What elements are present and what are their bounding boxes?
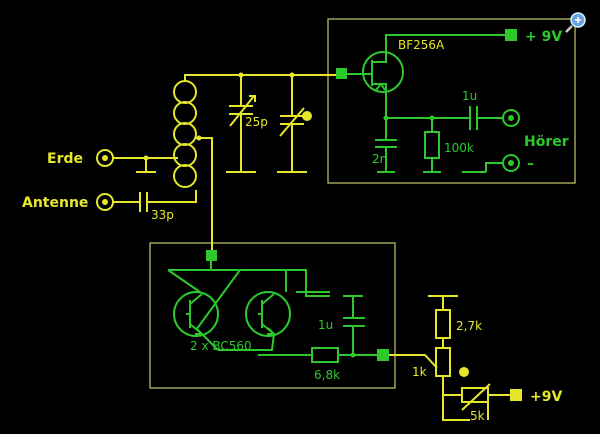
fet-transistor [362, 44, 404, 118]
label-5k: 5k [470, 409, 485, 423]
ground-symbol [136, 158, 156, 173]
hoerer-jack-bottom [502, 154, 520, 172]
transistor-right [245, 291, 291, 337]
label-hoerer: Hörer [524, 134, 569, 150]
capacitor-1u-top [469, 106, 503, 130]
capacitor-33p [113, 190, 197, 212]
label-transistors: 2 x BC560 [190, 339, 252, 353]
resistor-2-7k [435, 309, 451, 339]
resistor-100k [424, 131, 440, 159]
capacitor-2n [375, 118, 397, 173]
label-vplus-top: + 9V [525, 29, 562, 45]
label-2-7k: 2,7k [456, 319, 482, 333]
zoom-icon[interactable] [565, 12, 586, 33]
label-erde: Erde [47, 151, 83, 167]
label-100k: 100k [444, 141, 474, 155]
bias-top-wire [428, 295, 458, 310]
cross-wiring [167, 269, 287, 351]
vplus-top-pad [505, 29, 517, 41]
output-wire [389, 354, 438, 369]
module-input-pad [206, 250, 217, 261]
drain-wire [385, 34, 505, 44]
coil-tap-wire [196, 137, 213, 250]
erde-jack [96, 149, 114, 167]
antenne-jack [96, 193, 114, 211]
label-1u-top: 1u [462, 89, 477, 103]
transistor-module-box [149, 242, 396, 389]
label-33p: 33p [151, 208, 174, 222]
module-input-wire [168, 261, 240, 271]
label-fet: BF256A [398, 38, 445, 52]
label-antenne: Antenne [22, 195, 88, 211]
potentiometer-1k [435, 347, 451, 377]
pot-wiper-knob [459, 367, 469, 377]
resistor-6-8k [311, 347, 339, 363]
label-minus: – [527, 156, 534, 172]
fet-amplifier-box [327, 18, 576, 184]
label-1k: 1k [412, 365, 427, 379]
label-1u-bottom: 1u [318, 318, 333, 332]
coil [173, 80, 197, 188]
top-bus-wire [184, 74, 345, 81]
trimmer-capacitor [277, 72, 312, 173]
label-vplus-bottom: +9V [530, 389, 562, 405]
label-2n: 2n [372, 152, 387, 166]
hoerer-jack-top [502, 109, 520, 127]
variable-capacitor-25p [226, 72, 256, 173]
fet-input-pad [336, 68, 347, 79]
capacitor-1u-bottom [343, 295, 365, 355]
module-output-pad [377, 349, 389, 361]
label-6-8k: 6,8k [314, 368, 340, 382]
hoerer-ground-wire [462, 162, 503, 173]
module-top-wire [286, 269, 330, 297]
label-25p: 25p [245, 115, 268, 129]
vplus-bottom-pad [510, 389, 522, 401]
